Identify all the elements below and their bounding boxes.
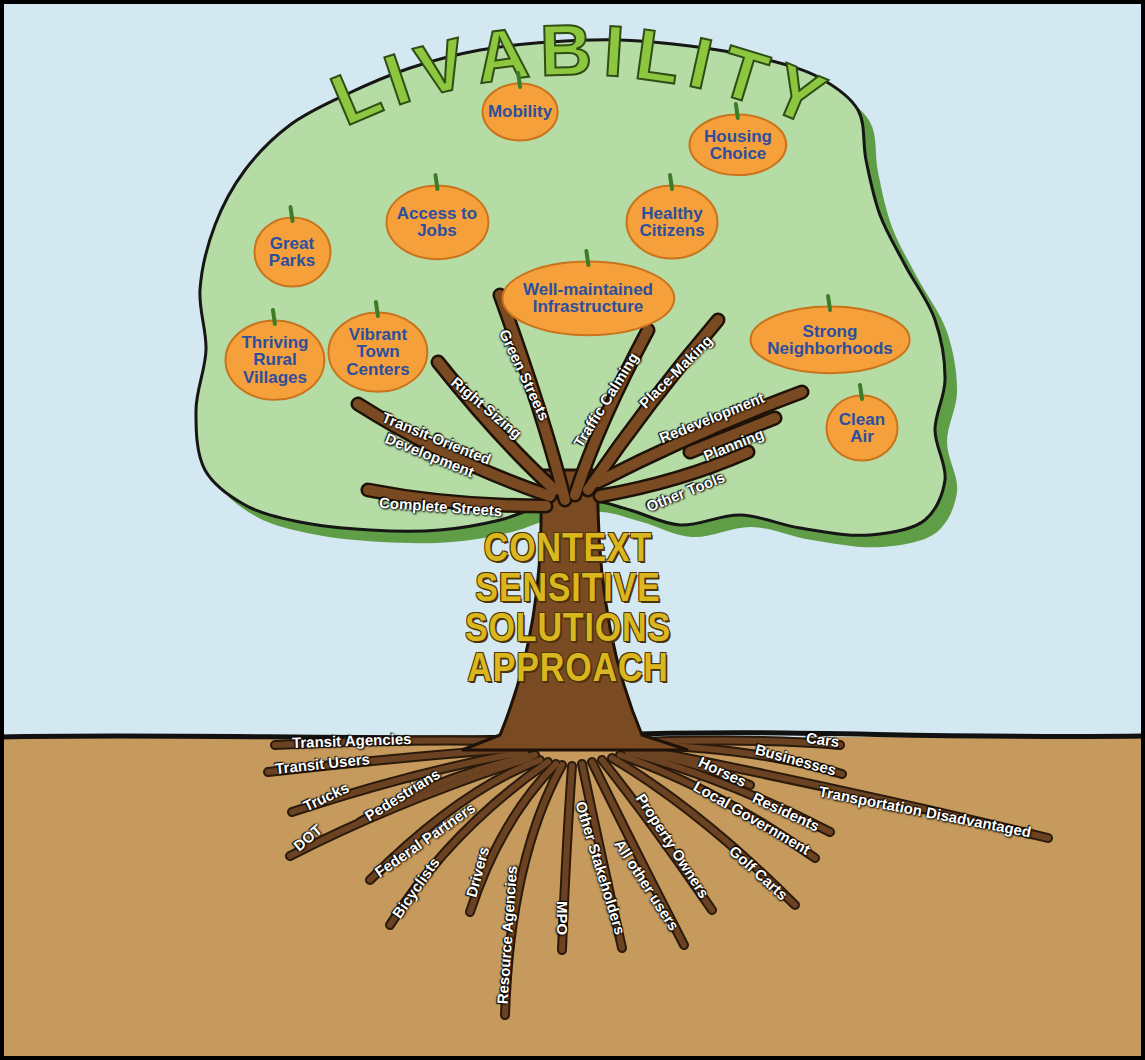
fruit-stem xyxy=(586,251,588,265)
root-label: Transit Users xyxy=(274,750,370,778)
fruit-label: Healthy Citizens xyxy=(632,205,712,240)
fruit-stem xyxy=(860,385,862,399)
fruit-node: Thriving Rural Villages xyxy=(224,319,326,401)
fruit-node: Access to Jobs xyxy=(385,184,490,261)
fruit-stem xyxy=(273,310,275,324)
root-label: Other Stakeholders xyxy=(571,799,629,937)
ground xyxy=(0,737,1145,1060)
title-letter: B xyxy=(539,14,593,87)
fruit-stem xyxy=(828,296,830,310)
fruit-body xyxy=(386,185,488,259)
fruit-label: Great Parks xyxy=(260,235,325,270)
branch-label: Place-Making xyxy=(636,332,717,413)
root-outline xyxy=(268,741,1048,1015)
fruit-stem xyxy=(736,104,738,118)
fruit-body xyxy=(827,396,898,461)
root xyxy=(268,741,1048,1015)
fruit-stem xyxy=(376,302,378,316)
fruit-body xyxy=(502,261,674,335)
title-letter: A xyxy=(472,16,533,94)
root-label: Trucks xyxy=(300,779,351,816)
canopy xyxy=(196,40,945,536)
branch-label: Planning xyxy=(700,425,765,465)
fruit-node: Mobility xyxy=(481,82,559,142)
fruit-body xyxy=(750,307,909,374)
title-letter: I xyxy=(602,15,627,88)
title-letter: V xyxy=(409,26,473,107)
root-label: MPO xyxy=(553,901,571,935)
sky xyxy=(0,0,1145,740)
fruit-label: Mobility xyxy=(488,103,552,120)
title-letter: L xyxy=(631,17,685,94)
root-label: Resource Agencies xyxy=(493,865,521,1005)
fruit-stem xyxy=(290,207,292,221)
fruit-body xyxy=(329,312,428,391)
fruit-label: Vibrant Town Centers xyxy=(340,326,415,378)
title-letter: T xyxy=(712,34,775,116)
fruit-node: Great Parks xyxy=(253,216,332,288)
branch-label: Right Sizing xyxy=(447,373,525,442)
root-label: Golf Carts xyxy=(725,842,791,904)
branch-label: Green Streets xyxy=(495,327,553,424)
root-label: Drivers xyxy=(462,845,493,900)
fruit-label: Thriving Rural Villages xyxy=(237,334,312,386)
root-label: Cars xyxy=(804,729,840,751)
root-label: Pedestrians xyxy=(361,765,443,825)
fruit-body xyxy=(226,320,325,399)
fruit-node: Clean Air xyxy=(825,394,899,462)
fruit-stem xyxy=(670,175,672,189)
title-letter: I xyxy=(683,26,718,101)
fruit-label: Access to Jobs xyxy=(392,205,482,240)
fruit-label: Strong Neighborhoods xyxy=(762,323,897,358)
fruit-node: Vibrant Town Centers xyxy=(327,311,429,393)
branch-label: Complete Streets xyxy=(378,494,502,521)
branch-label: Other Tools xyxy=(643,468,727,516)
fruit-node: Well-maintained Infrastructure xyxy=(501,260,676,337)
fruit-node: Housing Choice xyxy=(688,113,788,177)
fruit-node: Strong Neighborhoods xyxy=(749,305,911,375)
fruit-stem xyxy=(518,73,520,87)
fruit-body xyxy=(482,84,557,141)
fruit-label: Well-maintained Infrastructure xyxy=(513,281,663,316)
root-label: DOT xyxy=(290,821,326,855)
fruit-node: Healthy Citizens xyxy=(625,184,719,260)
title-letter: L xyxy=(322,53,391,136)
fruit-body xyxy=(690,115,787,176)
root-label: Transportation Disadvantaged xyxy=(817,783,1032,842)
branch-label: Traffic Calming xyxy=(570,349,643,450)
trunk-label: CONTEXT SENSITIVE SOLUTIONS APPROACH xyxy=(445,527,692,687)
fruit-stem xyxy=(435,175,437,189)
fruit-label: Clean Air xyxy=(832,411,892,446)
fruit-body xyxy=(627,186,718,259)
fruit-label: Housing Choice xyxy=(698,128,778,163)
fruit-body xyxy=(254,218,330,287)
root-label: Transit Agencies xyxy=(292,730,412,752)
